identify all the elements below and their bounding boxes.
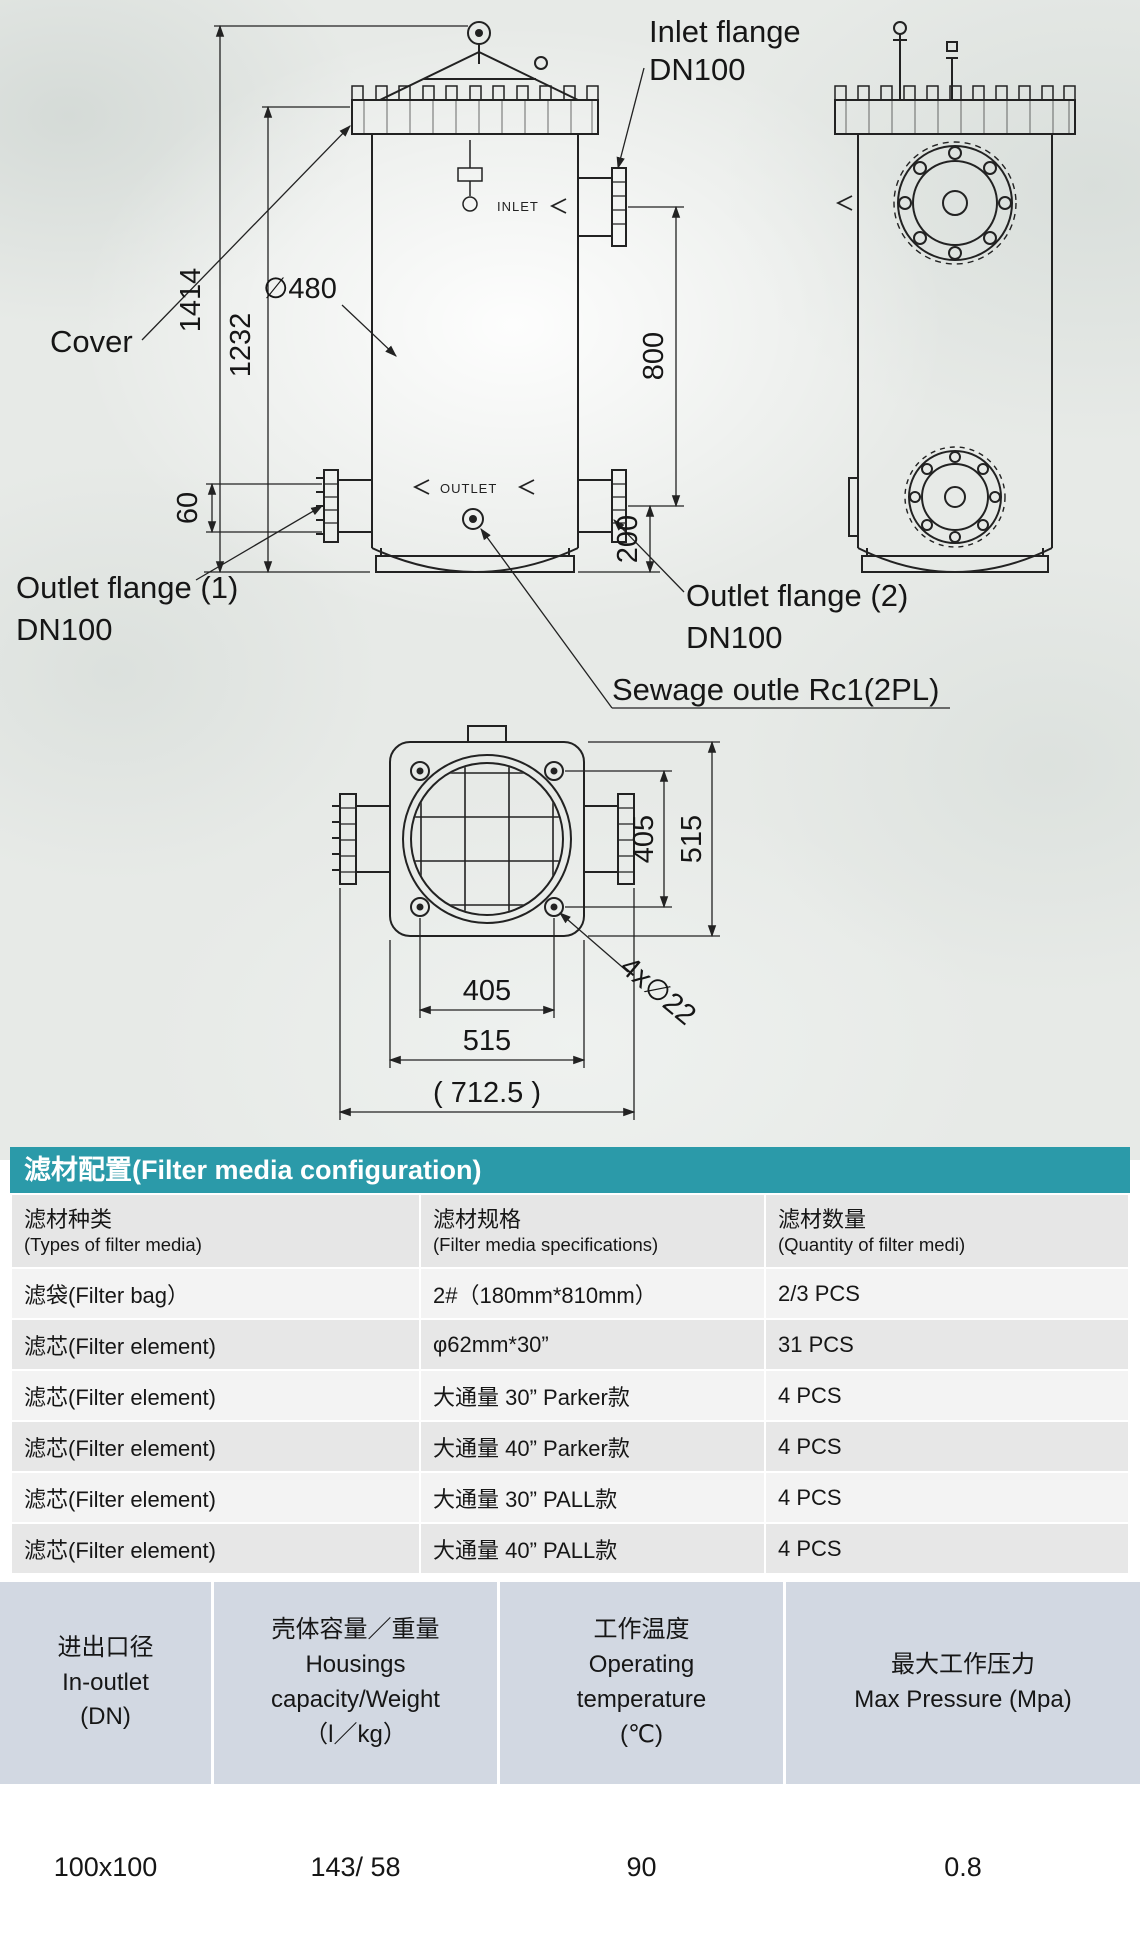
dim-bv-405-right: 405 [628, 815, 660, 863]
spec-header-capacity: 壳体容量／重量 Housings capacity/Weight （l／kg） [214, 1582, 497, 1784]
outlet-arrow-left-icon [412, 479, 430, 495]
media-cell-qty: 4 PCS [766, 1473, 1128, 1522]
media-col-header-type: 滤材种类 (Types of filter media) [12, 1195, 419, 1267]
header-en: (Filter media specifications) [433, 1234, 659, 1256]
label-cover: Cover [50, 324, 133, 359]
spec-header-inoutlet: 进出口径 In-outlet (DN) [0, 1582, 211, 1784]
grate-grid [412, 764, 562, 914]
spec-value-pressure: 0.8 [944, 1852, 982, 1882]
spec-header-temperature: 工作温度 Operating temperature (℃) [500, 1582, 783, 1784]
media-cell-qty: 31 PCS [766, 1320, 1128, 1369]
media-cell-type: 滤芯(Filter element) [12, 1422, 419, 1471]
media-cell-qty: 2/3 PCS [766, 1269, 1128, 1318]
label-outlet-flange-1: Outlet flange (1) [16, 570, 238, 605]
dim-480: ∅480 [263, 273, 337, 305]
page-background-texture [0, 0, 1140, 1160]
dim-bolt-holes: 4x∅22 [614, 951, 702, 1032]
media-cell-type: 滤芯(Filter element) [12, 1473, 419, 1522]
technical-drawing: Inlet flange DN100 Cover Outlet flange (… [16, 14, 1076, 1120]
drawing-text: Inlet flange DN100 Cover Outlet flange (… [16, 14, 939, 1109]
dim-bv-515-bottom: 515 [463, 1025, 511, 1057]
media-col-header-spec: 滤材规格 (Filter media specifications) [421, 1195, 764, 1267]
header-zh: 滤材数量 [778, 1206, 867, 1232]
media-cell-spec: 大通量 30” Parker款 [421, 1371, 764, 1420]
outlet-arrow-right-icon [517, 479, 535, 495]
dim-1232: 1232 [225, 313, 257, 378]
inlet-arrow-icon [549, 198, 567, 214]
media-cell-qty: 4 PCS [766, 1524, 1128, 1573]
dim-bv-515-right: 515 [676, 815, 708, 863]
label-outlet-flange-2-dn: DN100 [686, 620, 783, 655]
media-cell-type: 滤芯(Filter element) [12, 1320, 419, 1369]
front-view [316, 21, 627, 573]
media-cell-spec: φ62mm*30” [421, 1320, 764, 1369]
label-inlet-flange: Inlet flange [649, 14, 801, 49]
dim-60: 60 [172, 492, 204, 524]
media-table-grid: 滤材种类 (Types of filter media) 滤材规格 (Filte… [10, 1193, 1130, 1575]
spec-value-capacity: 143/ 58 [310, 1852, 401, 1882]
media-cell-type: 滤袋(Filter bag） [12, 1269, 419, 1318]
media-cell-spec: 2#（180mm*810mm） [421, 1269, 764, 1318]
dim-200: 200 [612, 515, 644, 563]
dim-bv-712: ( 712.5 ) [433, 1077, 541, 1109]
media-cell-qty: 4 PCS [766, 1371, 1128, 1420]
media-cell-type: 滤芯(Filter element) [12, 1371, 419, 1420]
spec-value-temperature: 90 [626, 1852, 657, 1882]
media-config-table: 滤材配置(Filter media configuration) 滤材种类 (T… [10, 1147, 1130, 1575]
header-en: (Quantity of filter medi) [778, 1234, 966, 1256]
label-outlet-flange-2: Outlet flange (2) [686, 578, 908, 613]
dim-1414: 1414 [175, 268, 207, 333]
dim-bv-405-bottom: 405 [463, 975, 511, 1007]
media-table-title: 滤材配置(Filter media configuration) [10, 1147, 1130, 1193]
label-sewage-outlet: Sewage outle Rc1(2PL) [612, 672, 939, 707]
media-cell-spec: 大通量 30” PALL款 [421, 1473, 764, 1522]
media-cell-spec: 大通量 40” Parker款 [421, 1422, 764, 1471]
header-zh: 滤材种类 [24, 1206, 113, 1232]
dimension-lines [141, 24, 950, 1120]
media-cell-qty: 4 PCS [766, 1422, 1128, 1471]
label-inlet-flange-dn: DN100 [649, 52, 746, 87]
header-en: (Types of filter media) [24, 1234, 202, 1256]
media-col-header-qty: 滤材数量 (Quantity of filter medi) [766, 1195, 1128, 1267]
spec-value-inoutlet: 100x100 [53, 1852, 158, 1882]
spec-table: 进出口径 In-outlet (DN) 壳体容量／重量 Housings cap… [0, 1582, 1140, 1951]
media-cell-spec: 大通量 40” PALL款 [421, 1524, 764, 1573]
outlet-mark: OUTLET [440, 481, 497, 496]
media-cell-type: 滤芯(Filter element) [12, 1524, 419, 1573]
inlet-mark: INLET [497, 199, 539, 214]
spec-header-row: 进出口径 In-outlet (DN) 壳体容量／重量 Housings cap… [0, 1582, 1140, 1784]
spec-value-row: 100x100 143/ 58 90 0.8 [0, 1784, 1140, 1951]
header-zh: 滤材规格 [433, 1206, 522, 1232]
flow-marks [412, 198, 567, 495]
dim-800: 800 [638, 332, 670, 380]
bottom-view [332, 725, 635, 937]
vent-fitting [457, 140, 483, 212]
label-outlet-flange-1-dn: DN100 [16, 612, 113, 647]
side-view [834, 21, 1076, 573]
spec-header-pressure: 最大工作压力 Max Pressure (Mpa) [786, 1582, 1140, 1784]
